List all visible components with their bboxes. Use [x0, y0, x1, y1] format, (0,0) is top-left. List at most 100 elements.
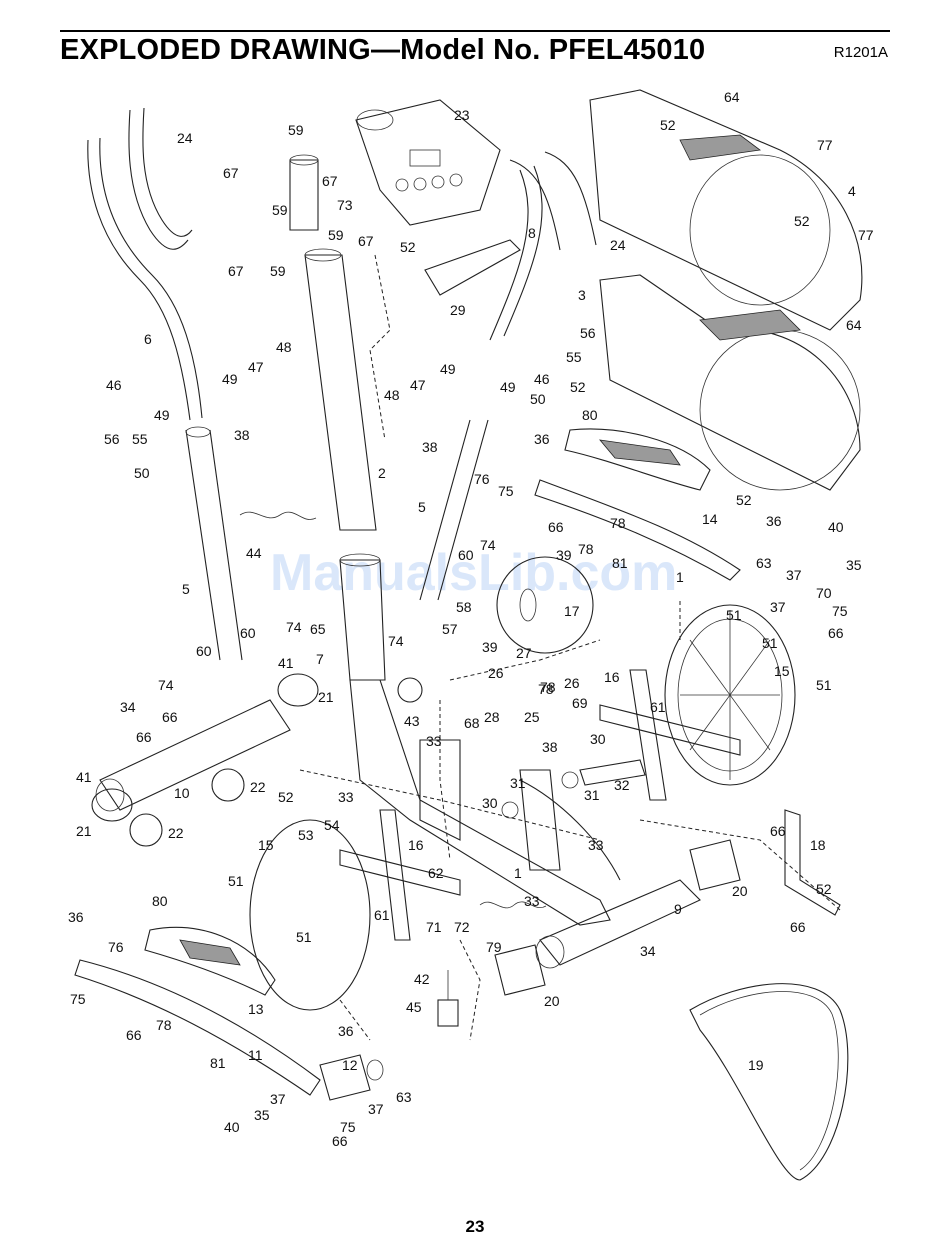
upper-arm-right-8 — [489, 165, 543, 341]
callout-label: 24 — [610, 237, 626, 253]
callout-label: 43 — [404, 713, 420, 729]
callout-label: 36 — [766, 513, 782, 529]
exploded-drawing: ManualsLib.com — [68, 89, 874, 1181]
callout-label: 38 — [422, 439, 438, 455]
crossbar-16-left — [339, 809, 461, 941]
callout-label: 81 — [612, 555, 628, 571]
pulse-grip-29 — [424, 239, 521, 296]
callout-label: 59 — [328, 227, 344, 243]
callout-label: 37 — [270, 1091, 286, 1107]
callout-label: 33 — [338, 789, 354, 805]
callout-label: 63 — [396, 1089, 412, 1105]
callout-label: 41 — [76, 769, 92, 785]
callout-label: 67 — [322, 173, 338, 189]
callout-label: 30 — [590, 731, 606, 747]
callout-label: 71 — [426, 919, 442, 935]
callout-label: 49 — [222, 371, 238, 387]
callout-label: 4 — [848, 183, 856, 199]
callout-label: 5 — [418, 499, 426, 515]
callout-label: 60 — [458, 547, 474, 563]
wire-44 — [239, 511, 317, 520]
shroud-4 — [589, 89, 863, 331]
callout-label: 74 — [158, 677, 174, 693]
callout-label: 77 — [858, 227, 874, 243]
callout-label: 58 — [456, 599, 472, 615]
callout-label: 36 — [534, 431, 550, 447]
drawing-code: R1201A — [833, 44, 888, 61]
header-rule — [60, 30, 890, 32]
callout-label: 66 — [770, 823, 786, 839]
callout-label: 8 — [528, 225, 536, 241]
callout-label: 49 — [154, 407, 170, 423]
callout-label: 55 — [132, 431, 148, 447]
callout-label: 26 — [488, 665, 504, 681]
callout-label: 75 — [340, 1119, 356, 1135]
callout-label: 61 — [374, 907, 390, 923]
callout-label: 20 — [732, 883, 748, 899]
callout-label: 34 — [640, 943, 656, 959]
frame-1 — [349, 679, 621, 926]
callout-label: 76 — [474, 471, 490, 487]
lower-arm-right-5 — [419, 419, 489, 601]
flywheel-15-right — [664, 604, 796, 786]
callout-label: 52 — [736, 492, 752, 508]
callout-label: 63 — [756, 555, 772, 571]
rear-stabilizer-9 — [535, 879, 701, 969]
callout-label: 74 — [286, 619, 302, 635]
callout-label: 66 — [332, 1133, 348, 1149]
knob-43 — [397, 677, 423, 703]
callout-label: 31 — [584, 787, 600, 803]
callout-label: 16 — [604, 669, 620, 685]
callout-label: 17 — [564, 603, 580, 619]
callout-label: 39 — [556, 547, 572, 563]
wheels-21-22 — [91, 673, 319, 847]
callout-label: 44 — [246, 545, 262, 561]
bracket-18 — [784, 809, 841, 916]
callout-label: 41 — [278, 655, 294, 671]
callout-label: 64 — [724, 89, 740, 105]
callout-label: 13 — [248, 1001, 264, 1017]
callout-label: 74 — [480, 537, 496, 553]
callout-label: 64 — [846, 317, 862, 333]
callout-label: 73 — [337, 197, 353, 213]
callout-label: 6 — [144, 331, 152, 347]
callout-label: 67 — [223, 165, 239, 181]
callout-label: 78 — [540, 679, 556, 695]
disc-15-left — [249, 819, 371, 1011]
callout-label: 48 — [276, 339, 292, 355]
callout-label: 50 — [530, 391, 546, 407]
callout-label: 47 — [248, 359, 264, 375]
callout-label: 52 — [278, 789, 294, 805]
callout-label: 11 — [248, 1047, 263, 1063]
callout-label: 60 — [240, 625, 256, 641]
callout-label: 49 — [440, 361, 456, 377]
callout-label: 34 — [120, 699, 136, 715]
callout-label: 50 — [134, 465, 150, 481]
callout-label: 26 — [564, 675, 580, 691]
callout-label: 74 — [388, 633, 404, 649]
idler-17 — [496, 556, 594, 654]
callout-label: 14 — [702, 511, 718, 527]
callout-label: 29 — [450, 302, 466, 318]
callout-label: 56 — [104, 431, 120, 447]
handlebar-left-24 — [128, 107, 193, 250]
axle-32 — [501, 759, 646, 819]
callout-label: 16 — [408, 837, 424, 853]
callout-label: 69 — [572, 695, 588, 711]
callout-label: 80 — [582, 407, 598, 423]
callout-label: 33 — [524, 893, 540, 909]
callout-label: 52 — [794, 213, 810, 229]
callout-label: 22 — [168, 825, 184, 841]
callout-labels: 24 59 67 67 59 73 23 64 52 77 4 52 77 64… — [68, 89, 874, 1149]
callout-label: 47 — [410, 377, 426, 393]
callout-label: 45 — [406, 999, 422, 1015]
callout-label: 21 — [318, 689, 334, 705]
callout-label: 25 — [524, 709, 540, 725]
callout-label: 66 — [162, 709, 178, 725]
callout-label: 59 — [270, 263, 286, 279]
callout-label: 52 — [660, 117, 676, 133]
handlebar-right-24 — [509, 151, 597, 251]
callout-label: 78 — [156, 1017, 172, 1033]
callout-label: 66 — [126, 1027, 142, 1043]
callout-label: 15 — [774, 663, 790, 679]
